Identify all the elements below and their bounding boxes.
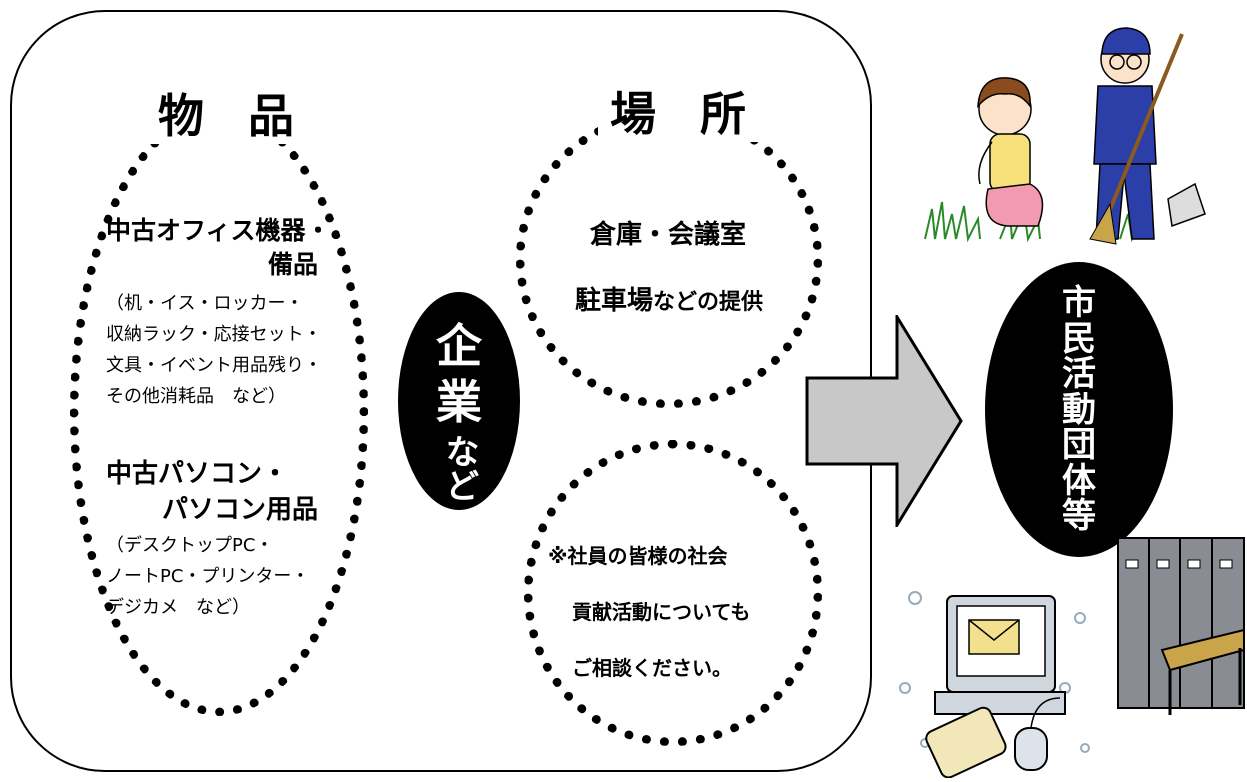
place-title: 場 所 bbox=[598, 86, 767, 142]
pc-details: （デスクトップPC・ ノートPC・プリンター・ デジカメ など） bbox=[106, 530, 309, 623]
company-char: 業 bbox=[436, 375, 482, 429]
note-circle bbox=[524, 440, 822, 746]
target-char: 団 bbox=[1062, 425, 1096, 465]
target-char: 活 bbox=[1062, 354, 1096, 394]
company-label: 企 業 など bbox=[398, 318, 520, 506]
place-circle bbox=[516, 110, 822, 408]
note-line-2: 貢献活動についても bbox=[572, 600, 751, 624]
locker-desk-illustration bbox=[1117, 537, 1245, 715]
office-equipment-heading-2: 備品 bbox=[268, 250, 319, 279]
office-detail-line: 文具・イベント用品残り・ bbox=[106, 355, 322, 376]
note-line-1: ※社員の皆様の社会 bbox=[548, 544, 728, 568]
target-char: 等 bbox=[1062, 496, 1096, 536]
flow-arrow bbox=[805, 315, 963, 527]
target-char: 体 bbox=[1062, 460, 1096, 501]
office-equipment-details: （机・イス・ロッカー・ 収納ラック・応接セット・ 文具・イベント用品残り・ その… bbox=[106, 288, 322, 412]
cleaning-people-illustration bbox=[924, 27, 1206, 245]
pc-heading-2: パソコン用品 bbox=[162, 495, 319, 525]
office-detail-line: その他消耗品 など） bbox=[106, 386, 286, 407]
pc-detail-line: （デスクトップPC・ bbox=[106, 535, 274, 556]
goods-title: 物 品 bbox=[146, 88, 315, 144]
place-line-2: 駐車場などの提供 bbox=[538, 280, 800, 317]
company-oval bbox=[398, 292, 520, 510]
company-nado: など bbox=[439, 434, 479, 502]
target-oval bbox=[985, 262, 1173, 557]
company-char: 企 bbox=[436, 319, 482, 373]
target-label: 市 民 活 動 団 体 等 bbox=[985, 283, 1173, 536]
place-suffix: などの提供 bbox=[653, 290, 764, 315]
target-char: 民 bbox=[1062, 318, 1096, 359]
goods-ellipse bbox=[70, 108, 368, 716]
target-char: 動 bbox=[1062, 389, 1096, 430]
pc-detail-line: ノートPC・プリンター・ bbox=[106, 566, 310, 587]
target-char: 市 bbox=[1062, 283, 1096, 323]
office-detail-line: 収納ラック・応接セット・ bbox=[106, 324, 322, 345]
place-line-1: 倉庫・会議室 bbox=[589, 220, 746, 250]
place-parking: 駐車場 bbox=[574, 286, 653, 316]
computer-illustration bbox=[899, 591, 1090, 778]
pc-heading-1: 中古パソコン・ bbox=[106, 459, 289, 489]
pc-detail-line: デジカメ など） bbox=[106, 597, 250, 618]
note-line-3: ご相談ください。 bbox=[572, 656, 732, 680]
office-equipment-heading-1: 中古オフィス機器・ bbox=[106, 216, 331, 245]
office-detail-line: （机・イス・ロッカー・ bbox=[106, 293, 304, 314]
